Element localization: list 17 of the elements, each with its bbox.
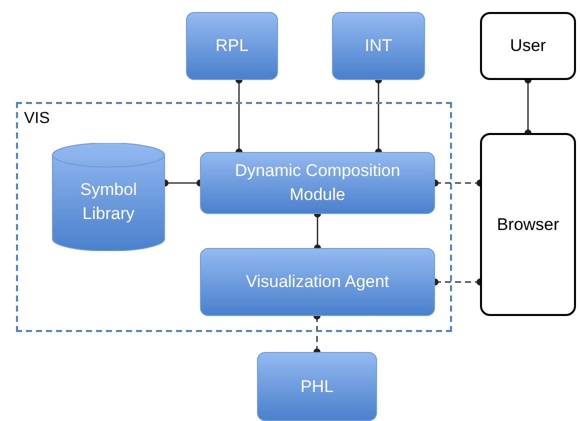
process-box — [200, 152, 435, 214]
process-box — [200, 248, 435, 316]
process-box — [257, 352, 377, 421]
group-title: VIS — [24, 110, 50, 128]
actor-box — [480, 12, 576, 80]
node-label: Symbol Library — [79, 179, 138, 225]
node-label: Browser — [496, 214, 560, 236]
node-label: INT — [364, 35, 394, 57]
node-label: Visualization Agent — [244, 271, 390, 293]
dashed-group-border — [16, 102, 452, 332]
actor-box — [480, 133, 576, 316]
process-box — [332, 12, 425, 80]
node-label: PHL — [299, 376, 335, 398]
process-box — [186, 12, 278, 80]
node-label: User — [509, 35, 547, 57]
node-label: RPL — [214, 35, 250, 57]
node-label: Dynamic Composition Module — [234, 160, 402, 206]
